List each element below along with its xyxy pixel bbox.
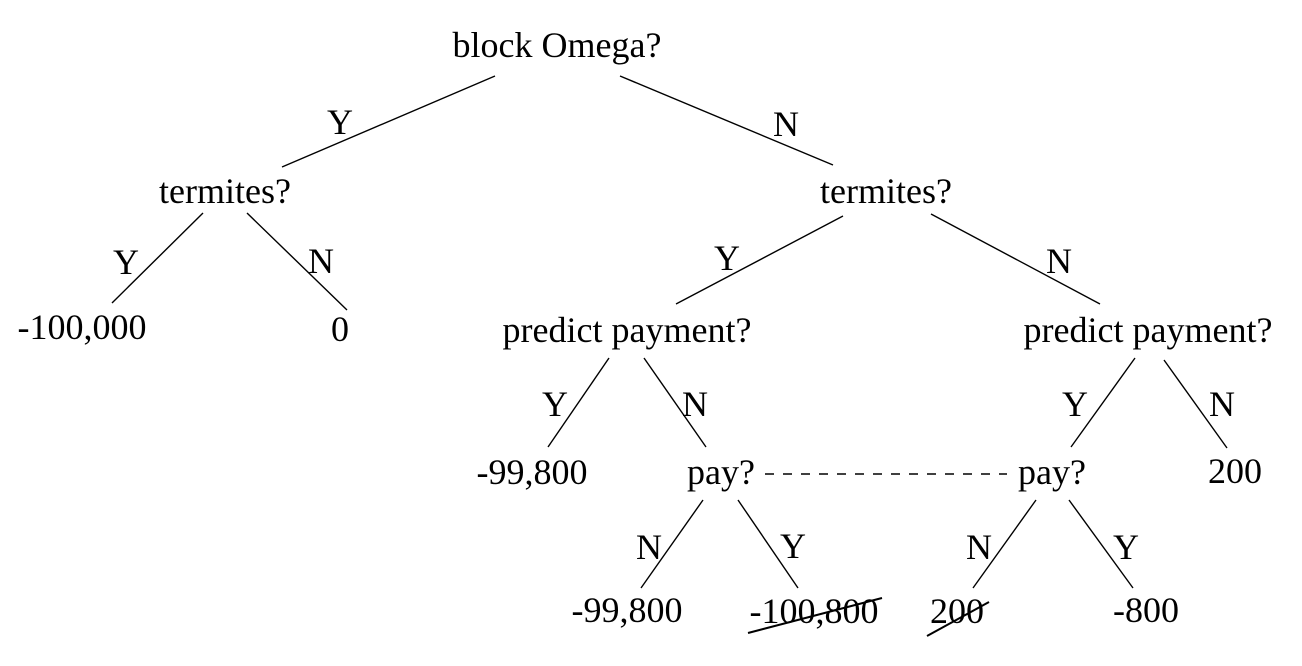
- edge-line-predict2-n: [1163, 359, 1228, 449]
- node-predict-payment-left: predict payment?: [502, 310, 752, 350]
- strikethrough-200: [926, 601, 990, 637]
- edge-label-root-y: Y: [327, 102, 353, 142]
- edge-line-predict2-y: [1070, 357, 1136, 448]
- edge-line-pay1-y: [737, 499, 799, 589]
- strikethrough-minus-100800: [747, 597, 883, 634]
- edge-line-predict1-y: [547, 357, 610, 448]
- edge-label-termites2-n: N: [1046, 241, 1072, 281]
- leaf-minus-100800-struck: -100,800: [749, 591, 879, 631]
- edge-line-pay1-n: [640, 499, 704, 589]
- leaf-minus-99800-bottom: -99,800: [571, 590, 683, 630]
- edge-label-termites2-y: Y: [714, 238, 740, 278]
- edge-label-pay2-n: N: [966, 527, 992, 567]
- edge-line-root-y: [281, 75, 496, 168]
- leaf-minus-99800-mid: -99,800: [476, 452, 588, 492]
- node-pay-right: pay?: [1018, 452, 1086, 492]
- edge-label-pay2-y: Y: [1113, 527, 1139, 567]
- edge-line-termites1-n: [246, 212, 348, 311]
- edge-label-termites1-n: N: [308, 241, 334, 281]
- leaf-200-struck: 200: [930, 591, 984, 631]
- edge-label-pay1-n: N: [636, 527, 662, 567]
- edge-line-termites1-y: [111, 212, 204, 304]
- edge-label-predict2-n: N: [1209, 384, 1235, 424]
- node-predict-payment-right: predict payment?: [1023, 310, 1273, 350]
- node-pay-left: pay?: [687, 452, 755, 492]
- edge-line-root-n: [619, 75, 834, 166]
- edge-label-termites1-y: Y: [113, 242, 139, 282]
- edge-line-termites2-n: [930, 213, 1101, 305]
- edge-line-pay2-n: [972, 499, 1037, 589]
- leaf-200-mid: 200: [1208, 451, 1262, 491]
- leaf-minus-800: -800: [1113, 590, 1179, 630]
- edge-label-predict2-y: Y: [1062, 384, 1088, 424]
- node-termites-blocked: termites?: [159, 171, 291, 211]
- edge-line-predict1-n: [643, 357, 707, 448]
- leaf-zero: 0: [331, 309, 349, 349]
- edge-line-pay2-y: [1068, 499, 1134, 589]
- edge-label-pay1-y: Y: [780, 526, 806, 566]
- node-termites-unblocked: termites?: [820, 171, 952, 211]
- edge-label-predict1-y: Y: [542, 384, 568, 424]
- leaf-minus-100000: -100,000: [17, 307, 147, 347]
- edge-label-predict1-n: N: [682, 384, 708, 424]
- node-block-omega: block Omega?: [452, 25, 662, 65]
- edge-line-termites2-y: [675, 215, 844, 305]
- edge-label-root-n: N: [773, 104, 799, 144]
